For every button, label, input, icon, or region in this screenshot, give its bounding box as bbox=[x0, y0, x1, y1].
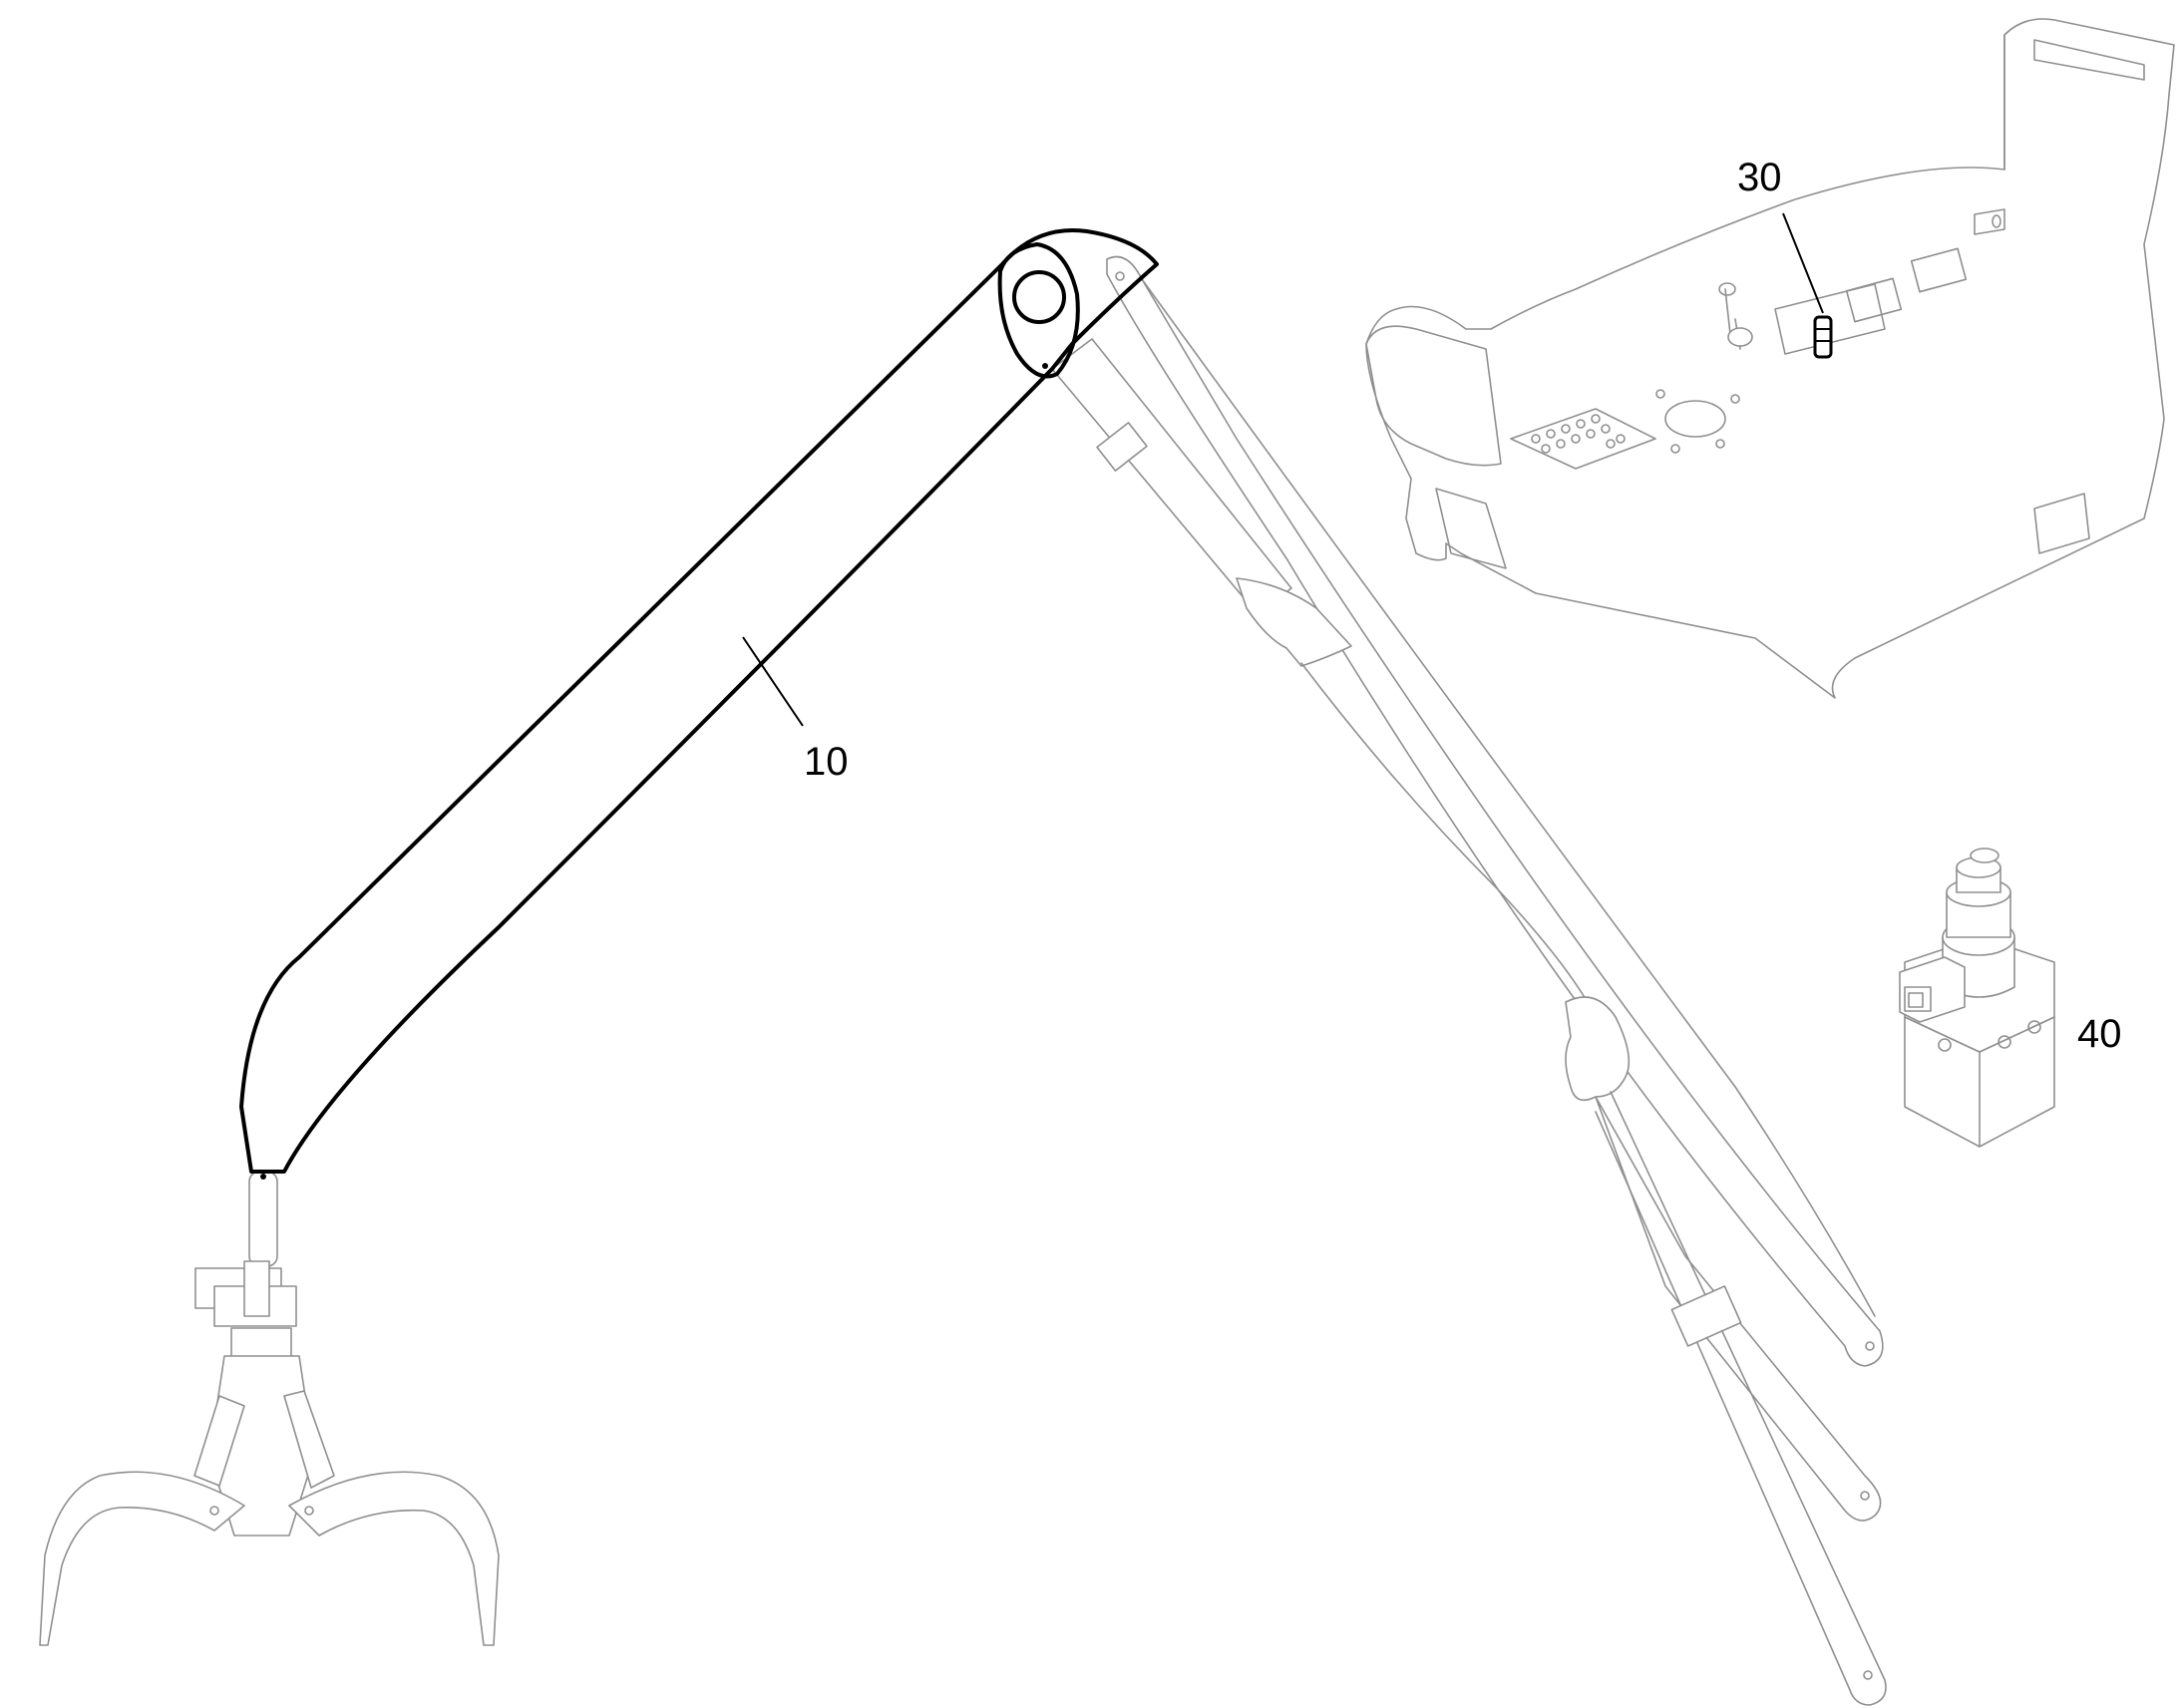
callout-10-label: 10 bbox=[804, 740, 849, 784]
main-boom-highlighted bbox=[239, 228, 1159, 1180]
operator-console bbox=[1365, 18, 2175, 699]
solenoid-valve bbox=[1899, 848, 2055, 1148]
callout-30-label: 30 bbox=[1737, 156, 1782, 199]
callout-10-leader bbox=[742, 636, 804, 727]
upper-cylinder bbox=[1051, 338, 1352, 667]
control-valve-highlighted bbox=[1782, 212, 1833, 359]
outer-boom bbox=[1106, 255, 1884, 1367]
floor-plate-holes bbox=[1531, 414, 1626, 454]
telescopic-extension bbox=[1300, 662, 1887, 1706]
callout-30-leader bbox=[1782, 212, 1824, 314]
callout-40-label: 40 bbox=[2077, 1012, 2122, 1056]
grapple bbox=[39, 1171, 500, 1646]
